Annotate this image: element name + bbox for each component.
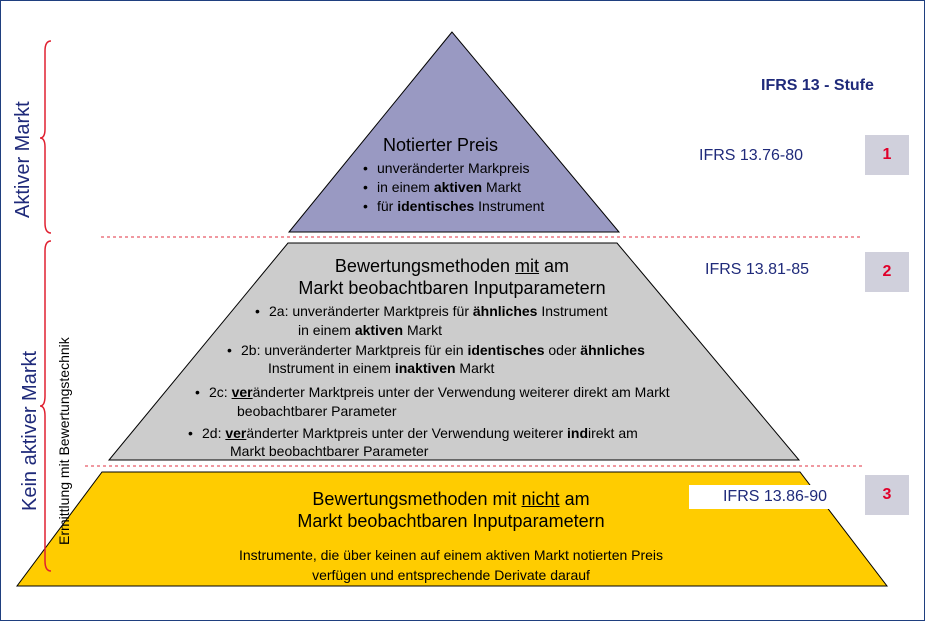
level2-title: Bewertungsmethoden mit am Markt beobacht… (298, 256, 606, 298)
label-no-active-market: Kein aktiver Markt (19, 350, 41, 511)
level2-bullet-2d-line2: Markt beobachtbarer Parameter (230, 443, 429, 459)
level2-bullet-2b-line2: Instrument in einem inaktiven Markt (268, 360, 495, 376)
level2-trapezoid (107, 242, 801, 461)
stufe-title: IFRS 13 - Stufe (761, 77, 874, 94)
brace-active-market (39, 40, 52, 234)
level3-description: Instrumente, die über keinen auf einem a… (238, 547, 664, 583)
level1-title: Notierter Preis (383, 135, 499, 155)
level2-bullet-2c: •2c: veränderter Marktpreis unter der Ve… (195, 384, 670, 400)
level3-badge: 3 (865, 475, 909, 515)
level1-bullet-1: •unveränderter Markpreis (363, 160, 530, 176)
level2-bullet-2a-line2: in einem aktiven Markt (298, 322, 442, 338)
level1-reference: IFRS 13.76-80 (699, 147, 804, 164)
level2-reference: IFRS 13.81-85 (705, 261, 810, 278)
brace-no-active-market (39, 240, 52, 572)
level1-badge: 1 (865, 135, 909, 175)
level2-bullet-2c-line2: beobachtbarer Parameter (237, 403, 397, 419)
level2-bullet-2a: •2a: unveränderter Marktpreis für ähnlic… (255, 303, 608, 319)
level3-title: Bewertungsmethoden mit nicht am Markt be… (297, 489, 605, 531)
level1-bullet-2: •in einem aktiven Markt (363, 179, 521, 195)
level3-reference: IFRS 13.86-90 (689, 485, 861, 509)
level1-triangle (287, 31, 621, 233)
level2-bullet-2d: •2d: veränderter Marktpreis unter der Ve… (188, 425, 638, 441)
level2-badge: 2 (865, 252, 909, 292)
label-active-market: Aktiver Markt (12, 101, 34, 218)
label-valuation-technique: Ermittlung mit Bewertungstechnik (56, 337, 72, 545)
level1-bullet-3: •für identisches Instrument (363, 198, 545, 214)
level2-bullet-2b: •2b: unveränderter Marktpreis für ein id… (227, 342, 645, 358)
